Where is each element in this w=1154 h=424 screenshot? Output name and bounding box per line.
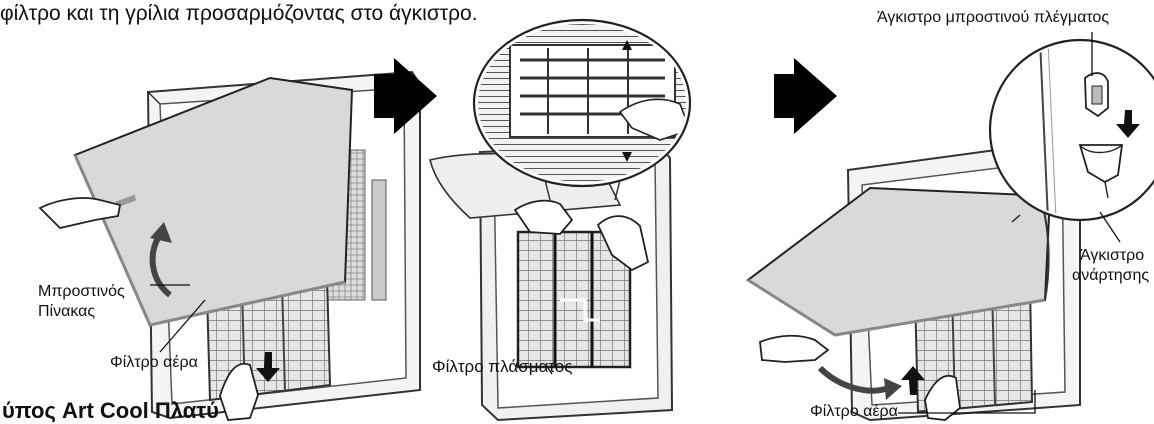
intro-text: φίλτρο και τη γρίλια προσαρμόζοντας στο … <box>0 2 478 25</box>
plasma-filter-label: Φίλτρο πλάσματος <box>432 357 573 376</box>
step-arrow-icon <box>374 58 437 134</box>
step3-down-arrow-icon <box>1116 110 1140 138</box>
step1-illustration <box>38 70 421 421</box>
step3-air-filter-label: Φίλτρο αέρα <box>810 403 898 420</box>
step3-up-arrow-icon <box>901 366 925 395</box>
section-caption: ύπος Art Cool Πλατύ <box>2 398 219 423</box>
step2-illustration <box>429 18 692 422</box>
step1-curved-arrow-icon <box>150 222 172 243</box>
front-grille-hook-label: Άγκιστρο μπροστινού πλέγματος <box>877 9 1110 26</box>
front-panel-label-line2: Πίνακας <box>38 303 96 320</box>
step3-illustration <box>746 32 1154 422</box>
hanger-hook-label-line1: Άγκιστρο <box>1080 247 1145 264</box>
air-filter-label: Φίλτρο αέρα <box>110 354 198 371</box>
front-panel-label-line1: Μπροστινός <box>38 283 125 300</box>
hanger-hook-label-line2: ανάρτησης <box>1072 267 1150 284</box>
step3-curved-arrow-icon <box>884 378 902 400</box>
step1-down-arrow-icon <box>256 352 280 382</box>
step-arrow-icon <box>774 58 837 134</box>
